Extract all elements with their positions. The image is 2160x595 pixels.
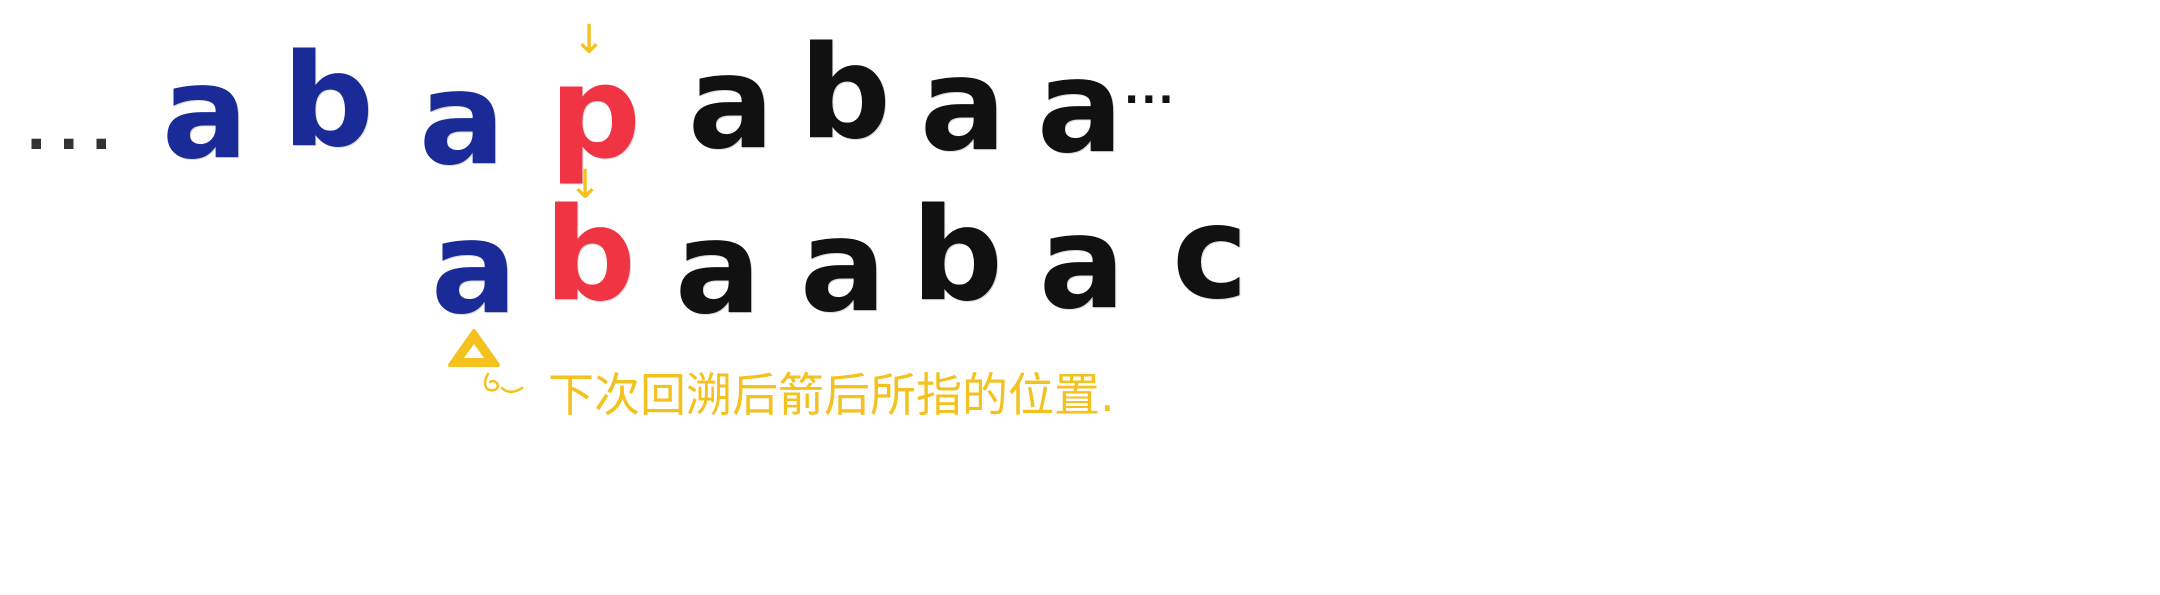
pointer-top-arrow-icon: ↓ bbox=[572, 17, 606, 63]
text-char-1: a bbox=[161, 39, 249, 188]
triangle-icon bbox=[448, 329, 500, 367]
text-leading-ellipsis: ... bbox=[26, 99, 124, 162]
text-char-2: b bbox=[282, 27, 374, 176]
pattern-char-4: a bbox=[799, 192, 887, 341]
pattern-char-5: b bbox=[911, 181, 1003, 330]
text-trailing-ellipsis: ... bbox=[1124, 67, 1176, 113]
text-char-5: a bbox=[687, 29, 775, 178]
pattern-mismatch-char: b bbox=[544, 181, 636, 330]
annotation-text: 下次回溯后箭后所指的位置. bbox=[548, 368, 1115, 422]
text-char-7: a bbox=[919, 31, 1007, 180]
pointer-bottom-arrow-icon: ↓ bbox=[568, 162, 602, 208]
text-char-3: a bbox=[418, 45, 506, 194]
curl-arrow-icon bbox=[483, 372, 524, 393]
text-char-6: b bbox=[799, 19, 891, 168]
pattern-char-7: c bbox=[1172, 179, 1248, 328]
pattern-char-3: a bbox=[674, 194, 762, 343]
text-mismatch-char: p bbox=[549, 39, 641, 188]
pattern-char-6: a bbox=[1038, 189, 1126, 338]
pattern-char-1: a bbox=[430, 194, 518, 343]
text-char-8: a bbox=[1036, 33, 1124, 182]
